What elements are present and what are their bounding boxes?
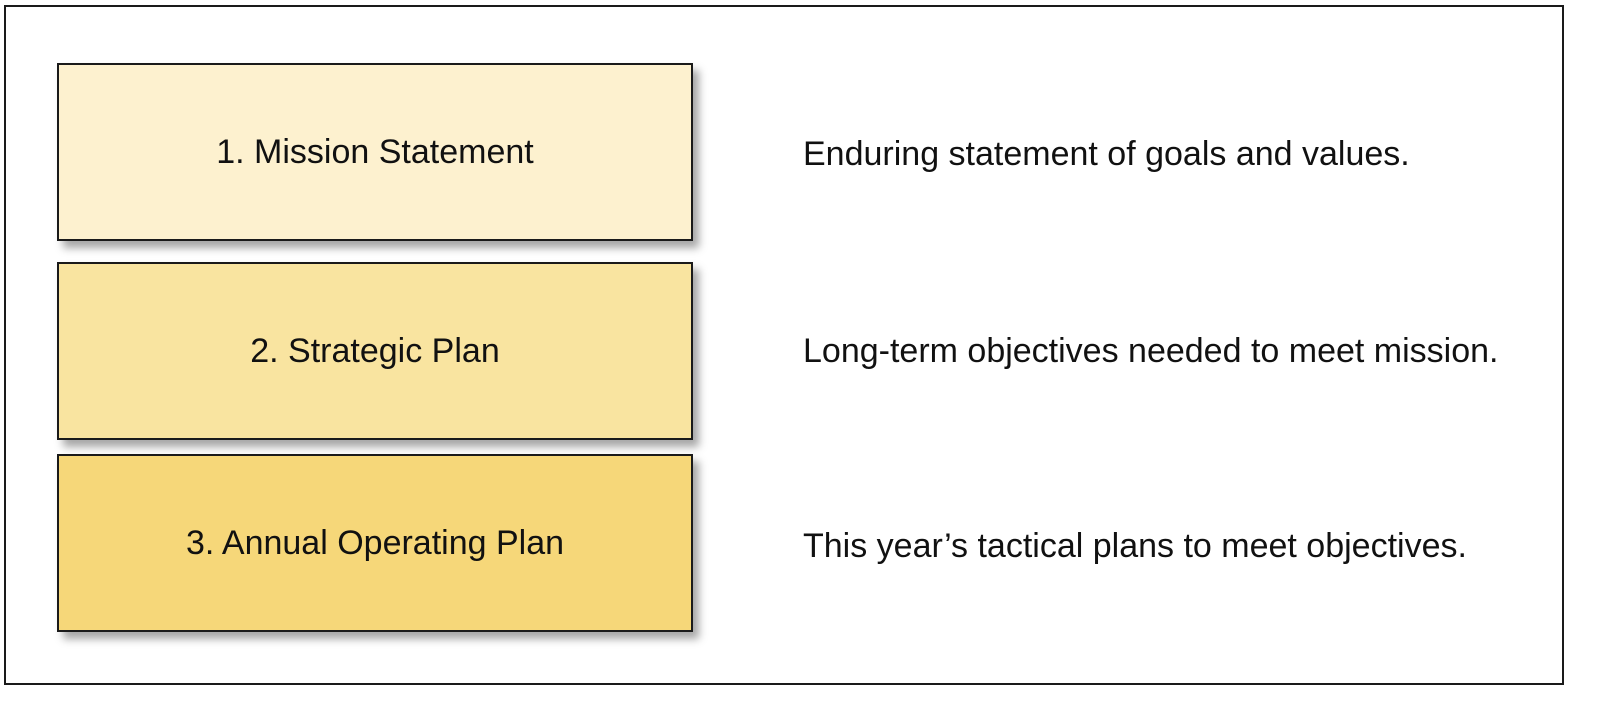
level-box-strategic-plan: 2. Strategic Plan <box>57 262 693 440</box>
level-label: 3. Annual Operating Plan <box>185 523 565 562</box>
level-description-strategic-plan: Long-term objectives needed to meet miss… <box>803 331 1499 370</box>
level-box-annual-operating-plan: 3. Annual Operating Plan <box>57 454 693 632</box>
level-box-mission-statement: 1. Mission Statement <box>57 63 693 241</box>
level-description-mission-statement: Enduring statement of goals and values. <box>803 134 1410 173</box>
level-label: 1. Mission Statement <box>216 132 534 171</box>
level-description-annual-operating-plan: This year’s tactical plans to meet objec… <box>803 526 1467 565</box>
level-label: 2. Strategic Plan <box>250 331 500 370</box>
